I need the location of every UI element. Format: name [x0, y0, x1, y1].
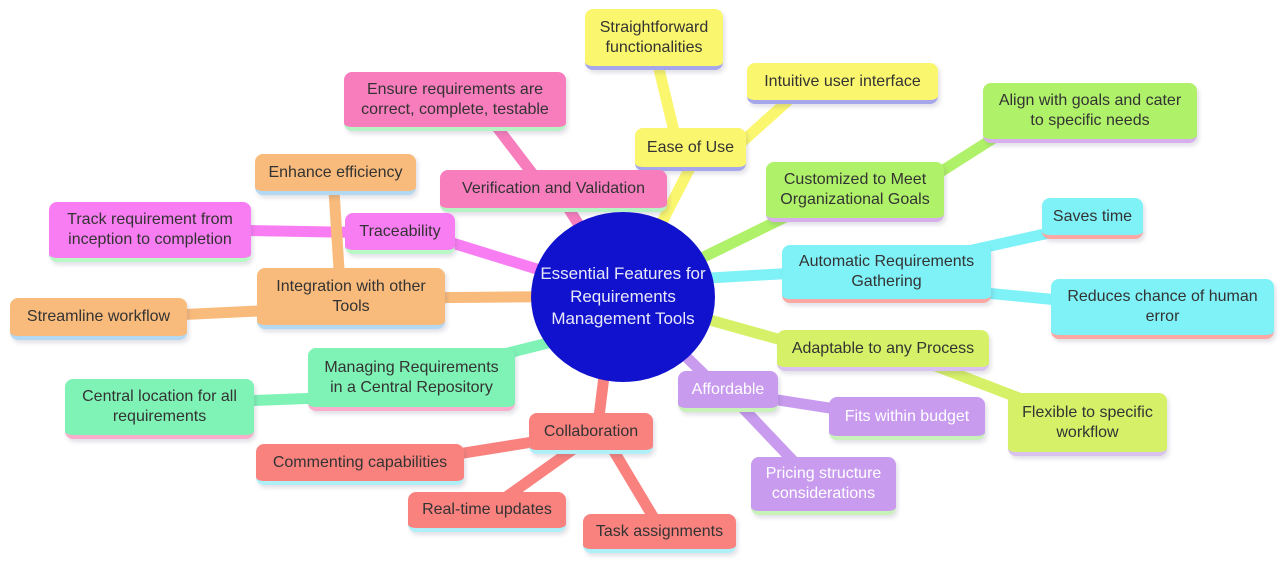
- node-affordable: Affordable: [678, 371, 778, 412]
- node-fits-within-budget: Fits within budget: [829, 397, 985, 440]
- node-collaboration: Collaboration: [529, 413, 653, 454]
- edge-collaboration-task: [606, 442, 661, 526]
- node-straightforward-functionalities: Straightforward functionalities: [585, 9, 723, 70]
- node-integration-with-other-tools: Integration with other Tools: [257, 268, 445, 329]
- node-ensure-requirements: Ensure requirements are correct, complet…: [344, 72, 566, 131]
- node-flexible-to-specific-workflow: Flexible to specific workflow: [1008, 393, 1167, 456]
- node-track-requirement: Track requirement from inception to comp…: [49, 202, 251, 262]
- node-commenting-capabilities: Commenting capabilities: [256, 444, 464, 485]
- node-reduces-chance-human-error: Reduces chance of human error: [1051, 279, 1274, 339]
- node-align-with-goals: Align with goals and cater to specific n…: [983, 83, 1197, 143]
- node-ease-of-use: Ease of Use: [635, 128, 746, 171]
- node-traceability: Traceability: [345, 213, 455, 254]
- node-root-essential-features: Essential Features for Requirements Mana…: [531, 212, 715, 382]
- node-intuitive-user-interface: Intuitive user interface: [747, 63, 938, 104]
- node-real-time-updates: Real-time updates: [408, 492, 566, 532]
- node-pricing-structure-considerations: Pricing structure considerations: [751, 457, 896, 515]
- node-verification-and-validation: Verification and Validation: [440, 170, 667, 212]
- node-customized-to-meet-goals: Customized to Meet Organizational Goals: [766, 162, 944, 222]
- node-saves-time: Saves time: [1042, 198, 1143, 239]
- node-task-assignments: Task assignments: [583, 514, 736, 553]
- node-automatic-requirements-gathering: Automatic Requirements Gathering: [782, 245, 991, 303]
- node-central-location-for-requirements: Central location for all requirements: [65, 379, 254, 439]
- node-adaptable-to-any-process: Adaptable to any Process: [777, 330, 989, 371]
- node-managing-requirements-central-repository: Managing Requirements in a Central Repos…: [308, 348, 515, 411]
- node-enhance-efficiency: Enhance efficiency: [255, 154, 416, 195]
- node-streamline-workflow: Streamline workflow: [10, 298, 187, 340]
